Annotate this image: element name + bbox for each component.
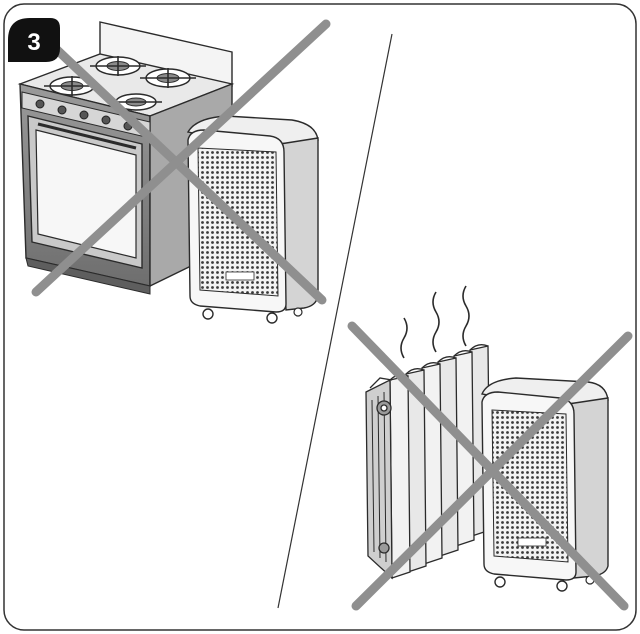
wheel-icon bbox=[494, 576, 506, 588]
prohibited-cross-mark bbox=[347, 321, 633, 611]
knob-icon bbox=[35, 99, 45, 109]
heat-wave-icon bbox=[400, 285, 470, 359]
step-number-badge: 3 bbox=[8, 18, 60, 62]
wheel-icon bbox=[293, 307, 303, 317]
step-number: 3 bbox=[27, 29, 40, 56]
knob-icon bbox=[79, 110, 89, 120]
knob-icon bbox=[101, 115, 111, 125]
brand-plate bbox=[225, 271, 255, 281]
prohibited-cross-mark bbox=[31, 19, 331, 305]
radiator-scene bbox=[347, 285, 633, 611]
dehumidifier-illustration bbox=[186, 115, 319, 324]
stove-scene: 3 bbox=[8, 18, 331, 324]
brand-plate bbox=[517, 537, 547, 547]
wheel-icon bbox=[266, 312, 278, 324]
scene-divider bbox=[277, 33, 393, 609]
wheel-icon bbox=[556, 580, 568, 592]
wheel-icon bbox=[202, 308, 214, 320]
valve-icon bbox=[376, 400, 392, 416]
knob-icon bbox=[57, 105, 67, 115]
valve-icon bbox=[378, 542, 390, 554]
